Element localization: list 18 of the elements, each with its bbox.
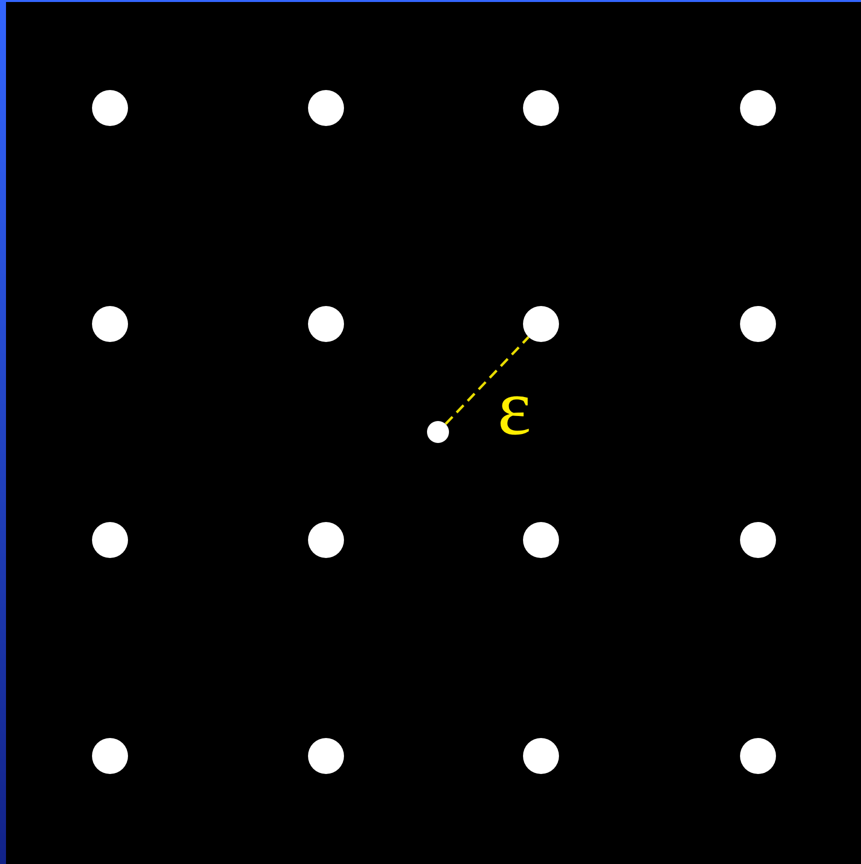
- lattice-dot: [308, 306, 344, 342]
- lattice-dot: [92, 306, 128, 342]
- lattice-dot: [523, 306, 559, 342]
- lattice-dot: [92, 90, 128, 126]
- lattice-dot: [308, 522, 344, 558]
- lattice-dot: [523, 522, 559, 558]
- lattice-dot: [740, 306, 776, 342]
- lattice-dot: [427, 421, 449, 443]
- lattice-dot: [308, 90, 344, 126]
- lattice-dot: [523, 90, 559, 126]
- lattice-dot: [92, 738, 128, 774]
- lattice-dot: [740, 90, 776, 126]
- lattice-dot: [308, 738, 344, 774]
- lattice-dot: [523, 738, 559, 774]
- lattice-dot: [740, 738, 776, 774]
- lattice-dot: [92, 522, 128, 558]
- lattice-dot: [740, 522, 776, 558]
- dashed-line: [444, 336, 530, 425]
